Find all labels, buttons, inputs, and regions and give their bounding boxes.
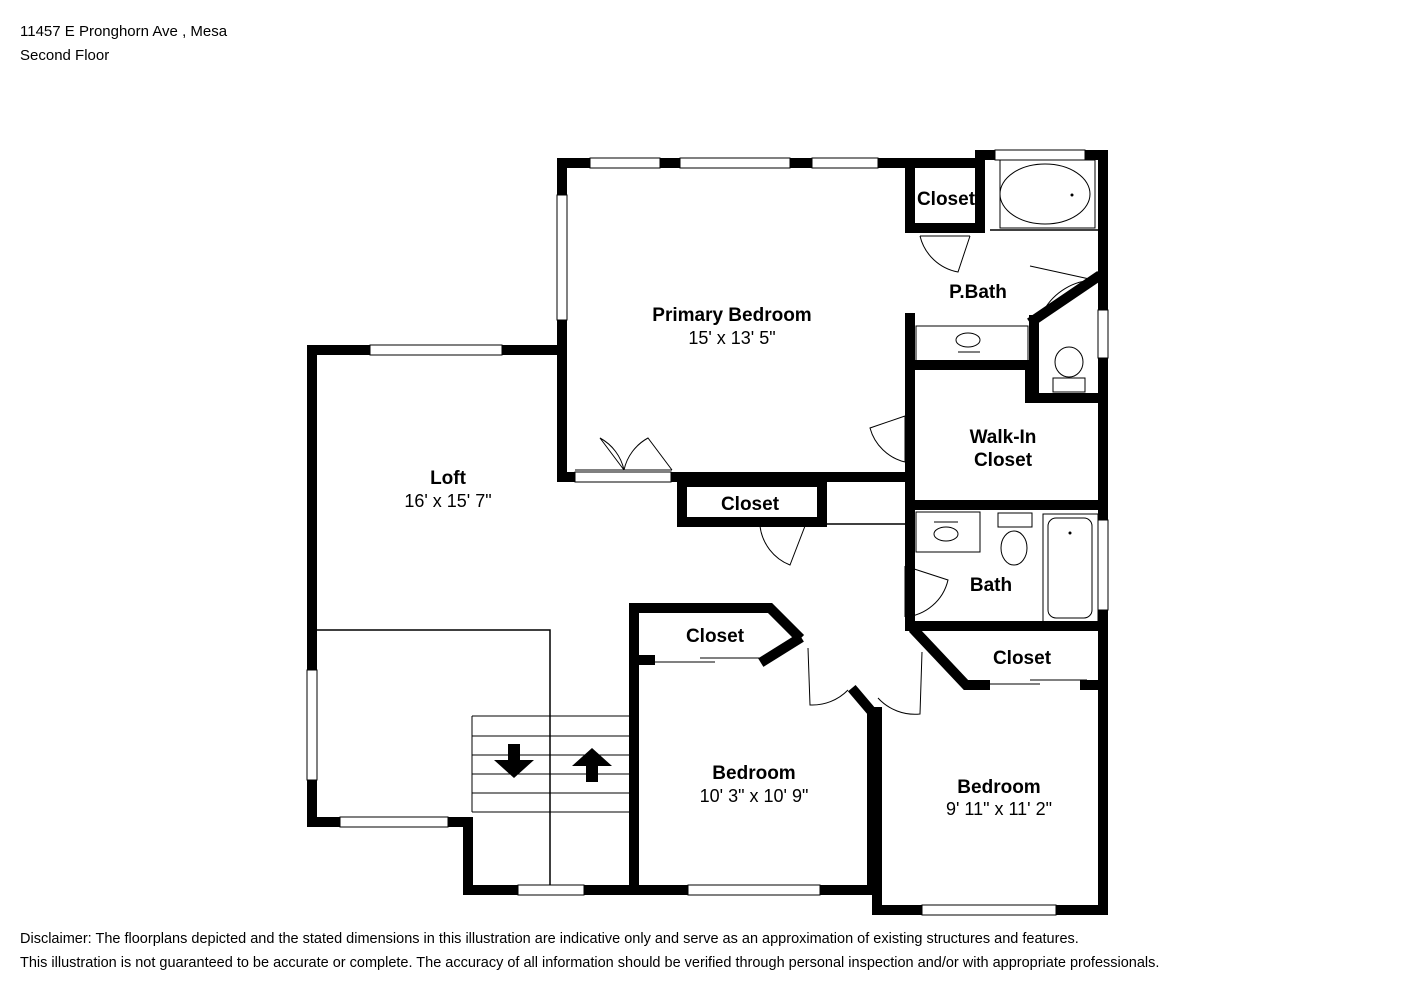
primary-closet-name: Closet [917,189,976,210]
hall-closet-name: Closet [721,494,780,515]
primary-bedroom-name: Primary Bedroom [652,305,811,326]
toilet-icon [1052,346,1086,393]
bath-name: Bath [970,575,1012,596]
fixtures [915,159,1099,623]
bedroom2-closet-name: Closet [686,626,745,647]
walls [307,150,1108,915]
floor-label: Second Floor [20,47,110,64]
staircase [471,715,629,813]
bedroom2-name: Bedroom [712,763,795,784]
loft-dims: 16' x 15' 7" [404,491,491,511]
bedroom3-closet-name: Closet [993,648,1052,669]
loft-name: Loft [430,468,467,489]
disclaimer-line-1: Disclaimer: The floorplans depicted and … [20,931,1079,947]
thin-lines [317,229,1103,890]
doors [575,235,1095,715]
walkin-closet-line2: Closet [974,450,1033,471]
bathtub-icon [1042,513,1099,623]
bedroom2-dims: 10' 3" x 10' 9" [700,786,809,806]
stair-up-arrow-icon [572,748,612,782]
bedroom3-name: Bedroom [957,777,1040,798]
bedroom3-dims: 9' 11" x 11' 2" [946,799,1052,819]
sink-icon [955,332,981,353]
walkin-closet-line1: Walk-In [970,427,1037,448]
vanity-counter [915,325,1029,363]
stair-down-arrow-icon [494,744,534,778]
toilet-icon [997,512,1033,566]
sink-icon [933,521,959,542]
primary-bedroom-dims: 15' x 13' 5" [688,328,775,348]
address-text: 11457 E Pronghorn Ave , Mesa [20,23,228,40]
pbath-name: P.Bath [949,282,1007,303]
disclaimer-line-2: This illustration is not guaranteed to b… [20,955,1160,971]
bathtub-icon [999,159,1096,229]
